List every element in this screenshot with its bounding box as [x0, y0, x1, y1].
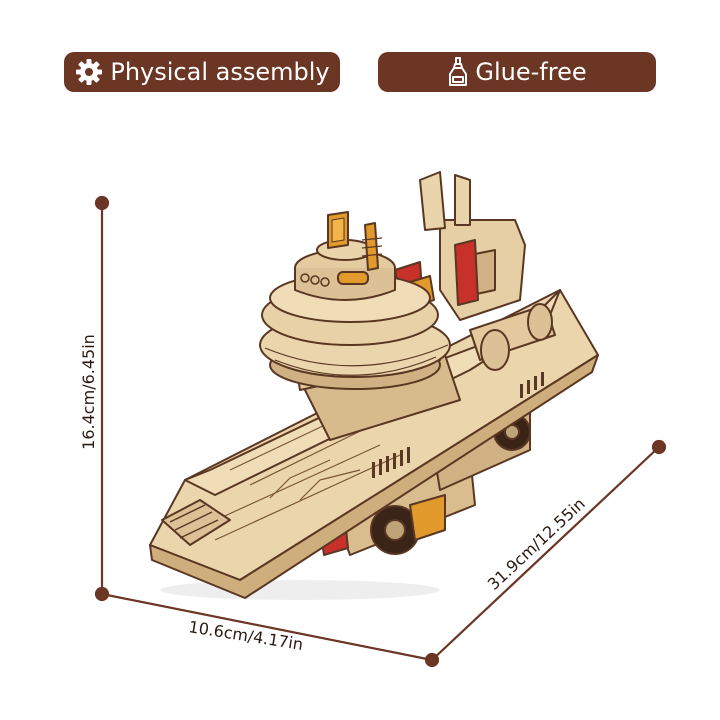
physical-assembly-badge: Physical assembly: [64, 52, 340, 92]
gear-icon: [74, 57, 104, 87]
badge-label: Glue-free: [475, 58, 587, 86]
height-dimension-label: 16.4cm/6.45in: [79, 334, 98, 450]
wooden-spaceship-model: [149, 171, 599, 600]
dimension-lines: [94, 195, 667, 668]
length-dimension-label: 31.9cm/12.55in: [484, 494, 589, 594]
glue-bottle-icon: [447, 56, 469, 88]
glue-free-badge: Glue-free: [378, 52, 656, 92]
badge-label: Physical assembly: [110, 58, 330, 86]
